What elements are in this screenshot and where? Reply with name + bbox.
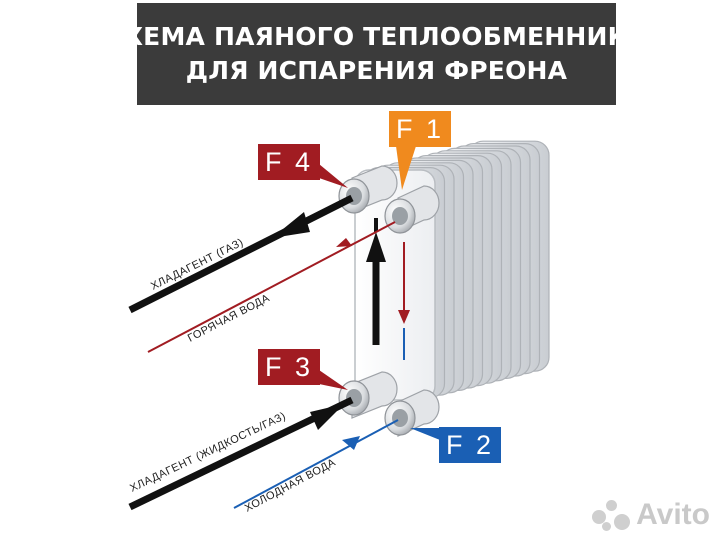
- label-refrigerant-liquid-gas: ХЛАДАГЕНТ (ЖИДКОСТЬ/ГАЗ): [128, 410, 288, 495]
- port-tag-f1: F 1: [389, 111, 451, 147]
- port-f2-pipe: [384, 389, 440, 437]
- avito-logo-icon: [590, 498, 631, 532]
- hot-water-inlet-line: [147, 221, 396, 353]
- avito-watermark: Avito: [590, 498, 710, 532]
- label-hot-water: ГОРЯЧАЯ ВОДА: [186, 292, 272, 345]
- port-tag-f3: F 3: [258, 349, 320, 385]
- f3-pointer: [319, 370, 348, 390]
- water-internal-down-arrow: [398, 242, 410, 360]
- label-refrigerant-gas: ХЛАДАГЕНТ (ГАЗ): [149, 236, 246, 292]
- f1-pointer: [396, 146, 416, 190]
- title-line-2: ДЛЯ ИСПАРЕНИЯ ФРЕОНА: [185, 56, 568, 85]
- port-tag-f4: F 4: [258, 144, 320, 180]
- title-banner: СХЕМА ПАЯНОГО ТЕПЛООБМЕННИКА ДЛЯ ИСПАРЕН…: [105, 3, 648, 105]
- port-tag-f2: F 2: [439, 427, 501, 463]
- f2-pointer: [410, 428, 440, 440]
- port-f1-pipe: [384, 185, 440, 234]
- title-line-1: СХЕМА ПАЯНОГО ТЕПЛООБМЕННИКА: [105, 22, 648, 51]
- refrigerant-liquid-inlet-line: [128, 396, 354, 511]
- f4-pointer: [319, 164, 348, 188]
- watermark-text: Avito: [636, 498, 710, 531]
- cold-water-outlet-line: [233, 419, 399, 509]
- refrigerant-gas-outlet-line: [128, 194, 354, 314]
- refrigerant-internal-up-arrow: [366, 218, 386, 345]
- label-cold-water: ХОЛОДНАЯ ВОДА: [243, 456, 338, 514]
